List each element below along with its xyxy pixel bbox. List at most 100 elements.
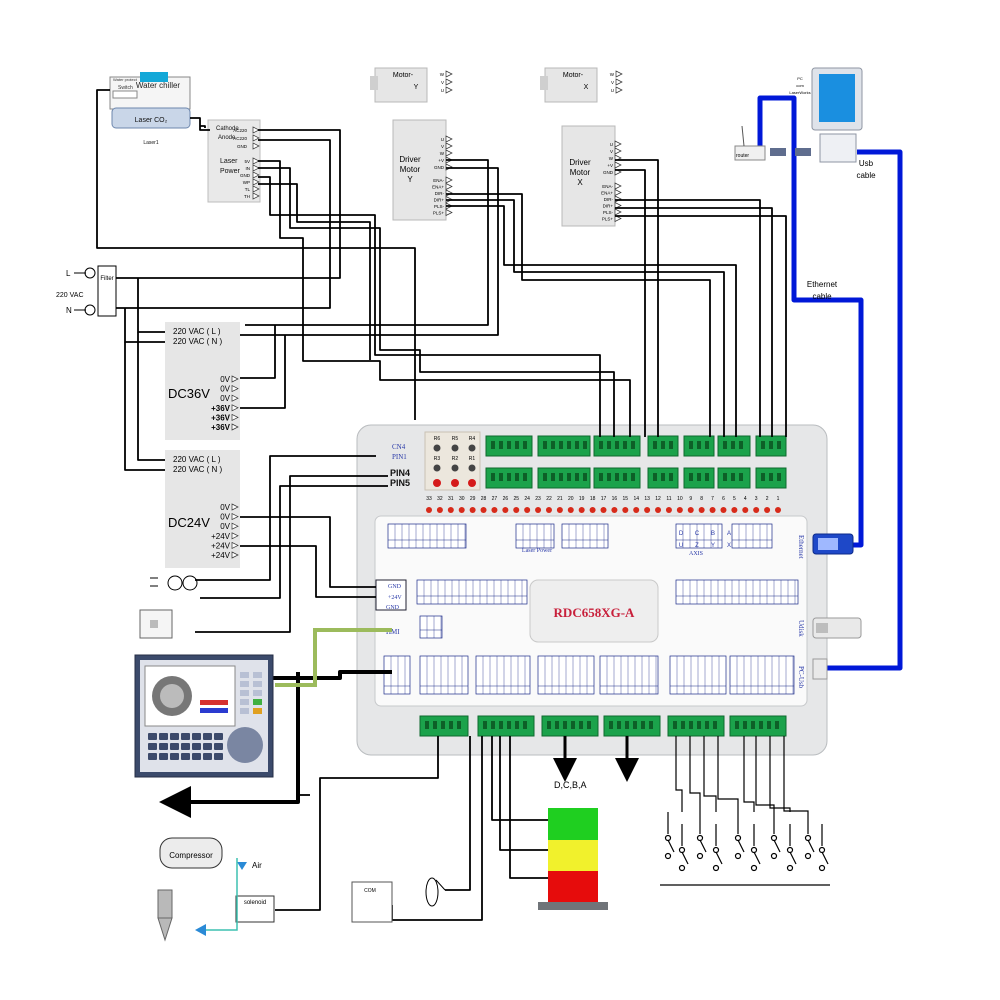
axis-letter: A (727, 531, 731, 537)
hmi-key (192, 733, 201, 740)
hmi-side-key (240, 690, 249, 696)
laser-tube-sub: Laser1 (143, 140, 159, 146)
anode-label: Anode (218, 135, 236, 141)
relay: COM (351, 881, 393, 923)
hmi-label: HMI (386, 628, 400, 636)
psu-output: +36V (211, 404, 231, 413)
hmi-key (214, 743, 223, 750)
terminal-number: 7 (711, 496, 714, 502)
pc-line3: LaserWorks (789, 90, 810, 95)
pin-table (561, 523, 609, 549)
psu24-in-n: 220 VAC ( N ) (173, 465, 223, 474)
driver-pin: GND (434, 165, 445, 170)
terminal-number: 29 (470, 496, 476, 502)
pin-table (675, 579, 799, 605)
water-chiller-title: Water chiller (136, 81, 180, 90)
motor-pin: U (611, 88, 614, 93)
board-power-gnd: GND (388, 584, 402, 590)
terminal-number: 14 (633, 496, 639, 502)
usb-line1: Usb (859, 159, 874, 168)
hmi-side-key (253, 690, 262, 696)
driver-ctrl-pin: ENA- (433, 178, 444, 183)
mains-l: L (66, 269, 71, 278)
terminal-led (469, 507, 476, 513)
driver-ctrl-pin: PLS+ (602, 217, 614, 222)
pin-table (383, 655, 411, 695)
terminal-led (611, 507, 618, 513)
psu-output: +36V (211, 413, 231, 422)
terminal-number: 22 (546, 496, 552, 502)
psu-24v: 220 VAC ( L ) 220 VAC ( N ) DC24V 0V0V0V… (165, 450, 240, 568)
udisk-port[interactable] (812, 617, 862, 639)
driver-ctrl-pin: DIR+ (434, 198, 445, 203)
mains-input: L N 220 VAC Filter (56, 265, 117, 317)
router-label: router (736, 153, 749, 159)
hmi-key (181, 733, 190, 740)
laser-power-pin: GND (237, 144, 248, 149)
axis-letter: Y (711, 543, 715, 549)
laser-head (157, 889, 173, 942)
hmi-key (214, 733, 223, 740)
terminal-led (545, 507, 552, 513)
pin-table (675, 523, 723, 549)
terminal-led (567, 507, 574, 513)
driver-pin: U (610, 142, 613, 147)
hmi-key (181, 743, 190, 750)
resistor-label: R5 (452, 436, 459, 442)
compressor: Compressor Air solenoid (159, 837, 275, 936)
driver-pin: U (441, 137, 444, 142)
laser-power-name-1: Laser (220, 158, 238, 165)
terminal-led (698, 507, 705, 513)
hmi-key (159, 743, 168, 750)
hmi-key (181, 753, 190, 760)
filter-label: Filter (100, 276, 113, 282)
axis-letter: B (711, 531, 715, 537)
terminal-led (644, 507, 651, 513)
laser-power-ctrl-pin: TL (245, 187, 251, 192)
pin-table (515, 523, 555, 549)
terminal-number: 23 (535, 496, 541, 502)
hmi-key (159, 753, 168, 760)
terminal-led (709, 507, 716, 513)
motor-pin: W (440, 72, 445, 77)
ethernet-port[interactable] (812, 533, 854, 555)
resistor-dot (468, 464, 476, 472)
psu-output: 0V (220, 513, 230, 522)
ethernet-cable (757, 95, 864, 548)
terminal-number: 17 (601, 496, 607, 502)
axis-letter: D (679, 531, 684, 537)
terminal-led (502, 507, 509, 513)
pin1-label: PIN1 (392, 453, 407, 461)
resistor-dot (451, 444, 459, 452)
laser-power-ctrl-pin: IN (246, 166, 251, 171)
psu-output: 0V (220, 375, 230, 384)
axis-letter: U (679, 543, 683, 549)
hmi-side-key (240, 699, 249, 705)
pc-usb-port[interactable] (812, 658, 828, 680)
terminal-number: 21 (557, 496, 563, 502)
hmi-key (148, 743, 157, 750)
motor-x-axis: X (584, 84, 589, 91)
terminal-number: 19 (579, 496, 585, 502)
terminal-led (447, 507, 454, 513)
udisk-port-label: Udisk (797, 620, 805, 637)
driver-y-line1: Driver (399, 155, 421, 164)
driver-ctrl-pin: DIR- (604, 197, 614, 202)
pin-table (731, 523, 773, 549)
red-led (468, 479, 476, 487)
pin-table (416, 579, 528, 605)
psu-output: +24V (211, 541, 231, 550)
hmi-side-key (253, 681, 262, 687)
resistor-label: R1 (469, 456, 476, 462)
axis-letter: X (727, 543, 731, 549)
psu-output: +24V (211, 551, 231, 560)
hmi-key (192, 753, 201, 760)
driver-pin: V (610, 149, 613, 154)
motor-pin: V (441, 80, 444, 85)
board-power-gnd2: GND (386, 605, 400, 611)
terminal-led (633, 507, 640, 513)
switch-label: Switch (118, 85, 133, 91)
terminal-led (742, 507, 749, 513)
